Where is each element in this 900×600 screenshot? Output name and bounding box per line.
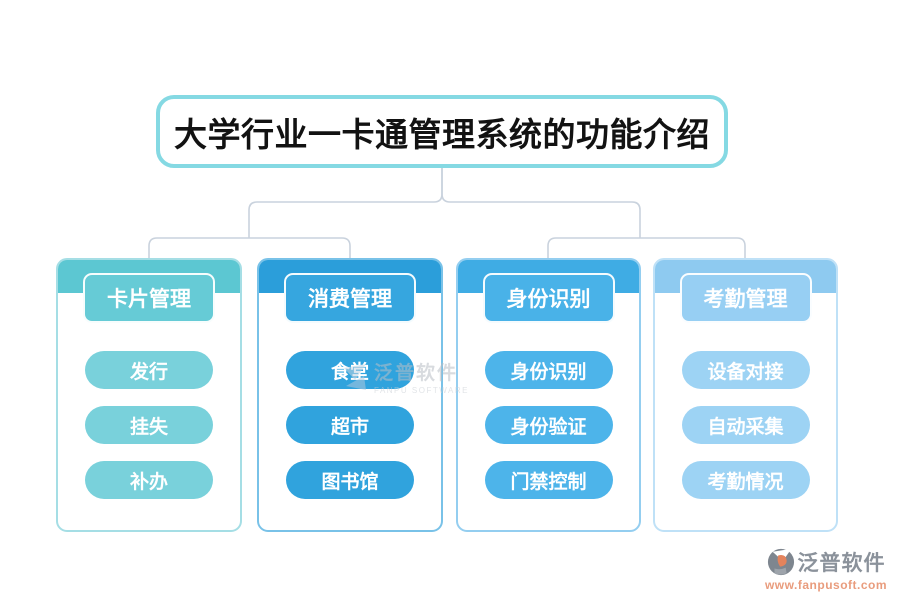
item-pill: 自动采集 [681,406,810,444]
item-pill: 设备对接 [681,351,810,389]
column-header: 消费管理 [284,273,416,323]
connector-branch-right [441,168,641,238]
connector-bracket-right [547,237,746,258]
item-label: 身份验证 [510,416,587,438]
footer-logo: 泛普软件 www.fanpusoft.com [758,547,894,592]
fanpu-logo-icon [767,548,794,576]
column-header: 卡片管理 [83,273,215,323]
diagram-title: 大学行业一卡通管理系统的功能介绍 [174,115,710,153]
column-header-label: 考勤管理 [703,288,788,311]
column-header-label: 消费管理 [308,288,392,311]
item-label: 门禁控制 [510,471,587,493]
column-attendance-management: 考勤管理 设备对接 自动采集 考勤情况 [653,258,838,532]
item-pill: 超市 [286,406,414,444]
footer-url-text: www.fanpusoft.com [764,578,888,592]
item-label: 考勤情况 [707,471,784,493]
column-consumption-management: 消费管理 食堂 超市 图书馆 [257,258,443,532]
column-items: 身份识别 身份验证 门禁控制 [458,351,639,499]
column-items: 发行 挂失 补办 [58,351,240,499]
item-label: 图书馆 [321,471,379,493]
item-label: 超市 [330,416,369,438]
column-identity-recognition: 身份识别 身份识别 身份验证 门禁控制 [456,258,641,532]
item-pill: 发行 [85,351,213,389]
item-pill: 补办 [85,461,213,499]
diagram-title-box: 大学行业一卡通管理系统的功能介绍 [156,95,728,168]
footer-brand-text: 泛普软件 [797,552,886,575]
column-header: 考勤管理 [679,273,812,323]
column-items: 设备对接 自动采集 考勤情况 [655,351,836,499]
item-label: 自动采集 [707,416,784,438]
connector-bracket-left [148,237,351,258]
column-header-label: 卡片管理 [107,288,191,311]
column-card-management: 卡片管理 发行 挂失 补办 [56,258,242,532]
item-pill: 身份验证 [484,406,613,444]
item-label: 挂失 [129,416,168,438]
item-pill: 图书馆 [286,461,414,499]
column-items: 食堂 超市 图书馆 [259,351,441,499]
item-pill: 考勤情况 [681,461,810,499]
item-label: 身份识别 [510,361,587,383]
item-label: 食堂 [330,361,369,383]
column-header: 身份识别 [482,273,615,323]
item-label: 补办 [129,471,168,493]
item-pill: 身份识别 [484,351,613,389]
item-pill: 门禁控制 [484,461,613,499]
item-pill: 食堂 [286,351,414,389]
item-label: 设备对接 [707,361,784,383]
item-pill: 挂失 [85,406,213,444]
connector-branch-left [248,168,443,238]
column-header-label: 身份识别 [506,288,591,311]
item-label: 发行 [129,361,168,383]
